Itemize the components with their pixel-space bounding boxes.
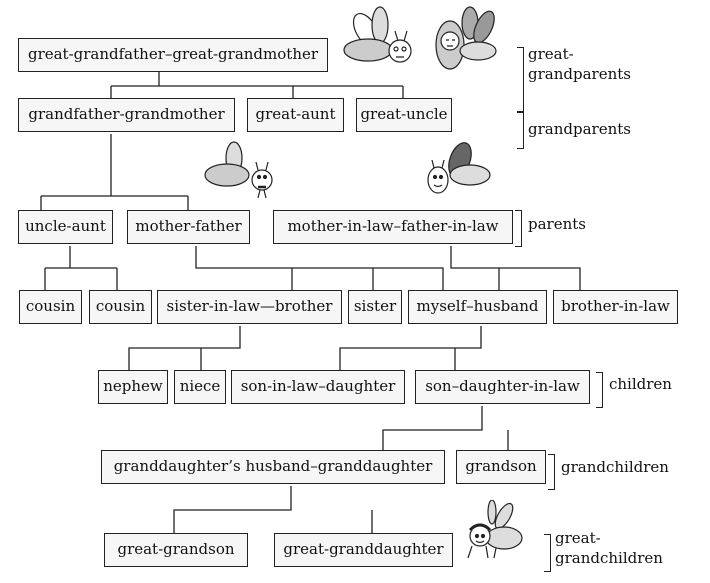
box-brother-in-law: brother-in-law <box>553 290 678 324</box>
box-great-grandparents: great-grandfather–great-grandmother <box>18 38 328 72</box>
box-myself-husband: myself–husband <box>408 290 547 324</box>
bracket <box>596 372 603 408</box>
box-nephew: nephew <box>98 370 168 404</box>
bee-child-icon <box>467 500 523 559</box>
label-great-grandchildren-1: great- <box>555 529 601 547</box>
bracket <box>517 47 524 112</box>
label-children: children <box>609 375 672 393</box>
label-grandchildren: grandchildren <box>561 458 669 476</box>
box-great-aunt: great-aunt <box>247 98 344 132</box>
bee-father-icon <box>204 141 273 199</box>
label-great-grandparents-1: great- <box>528 45 574 63</box>
box-granddaughter-couple: granddaughter’s husband–granddaughter <box>101 450 445 484</box>
bracket <box>515 210 522 247</box>
box-sister: sister <box>348 290 402 324</box>
box-great-uncle: great-uncle <box>356 98 452 132</box>
box-in-laws: mother-in-law–father-in-law <box>273 210 513 244</box>
label-great-grandparents-2: grandparents <box>528 65 631 83</box>
bee-grandfather-icon <box>343 6 412 63</box>
label-great-grandchildren-2: grandchildren <box>555 549 663 567</box>
box-cousin: cousin <box>19 290 82 324</box>
bee-grandmother-icon <box>435 6 497 70</box>
bee-mother-icon <box>427 142 491 194</box>
box-son-daughter-in-law: son–daughter-in-law <box>415 370 590 404</box>
box-great-granddaughter: great-granddaughter <box>274 533 453 567</box>
box-son-in-law-daughter: son-in-law–daughter <box>231 370 405 404</box>
box-grandson: grandson <box>456 450 546 484</box>
bracket <box>517 112 524 149</box>
bracket <box>544 534 551 572</box>
box-uncle-aunt: uncle-aunt <box>18 210 113 244</box>
box-niece: niece <box>174 370 226 404</box>
box-sister-in-law-brother: sister-in-law—brother <box>157 290 342 324</box>
box-grandparents: grandfather-grandmother <box>18 98 235 132</box>
bracket <box>548 454 555 490</box>
label-grandparents: grandparents <box>528 120 631 138</box>
box-mother-father: mother-father <box>127 210 250 244</box>
label-parents: parents <box>528 215 586 233</box>
box-great-grandson: great-grandson <box>104 533 248 567</box>
box-cousin: cousin <box>89 290 152 324</box>
